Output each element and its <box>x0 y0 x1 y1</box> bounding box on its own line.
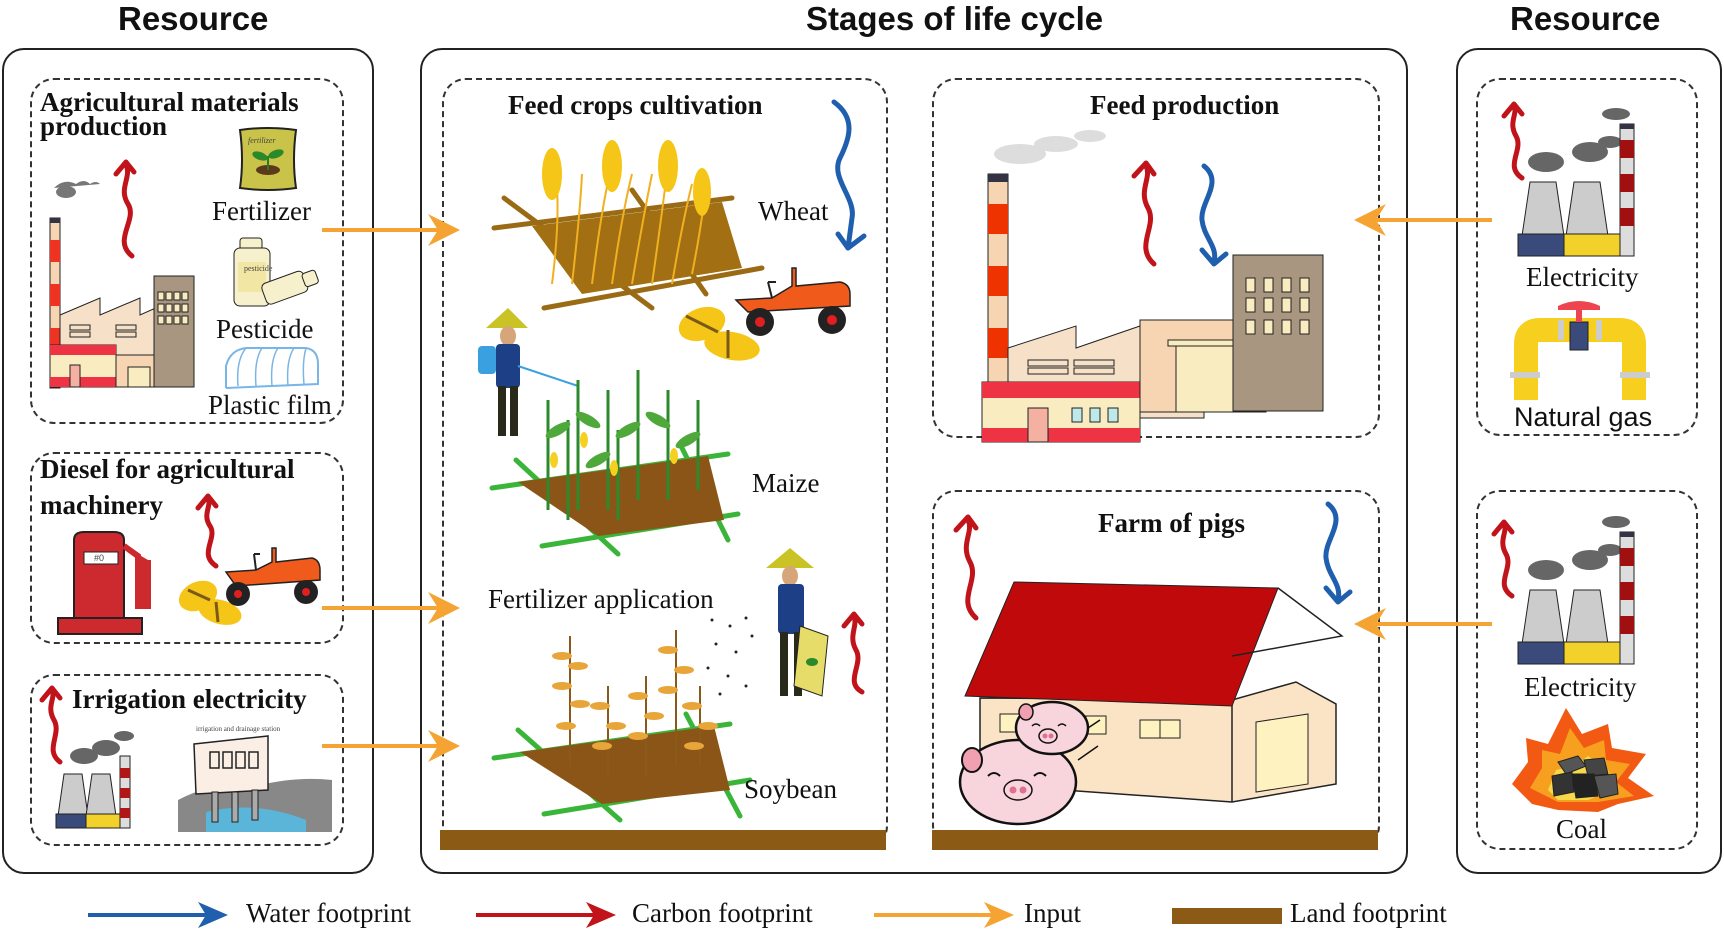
carbon-arrow-icon <box>953 514 979 621</box>
agri-materials-title-1: Agricultural materials <box>40 87 299 117</box>
agri-materials-box <box>30 78 344 424</box>
diesel-box <box>30 452 344 644</box>
farmer-fertilizing-icon <box>766 548 829 697</box>
irrigation-title: Irrigation electricity <box>72 684 307 714</box>
water-arrow-icon <box>1199 163 1229 267</box>
legend-carbon-footprint: Carbon footprint <box>632 898 813 928</box>
carbon-arrow-icon <box>39 685 63 765</box>
pesticide-bottle-label: pesticide <box>244 264 273 273</box>
feed-crops-title: Feed crops cultivation <box>508 90 763 120</box>
feed-production-box <box>932 78 1380 438</box>
crop-soybean: Soybean <box>744 774 837 804</box>
land-footprint-bar <box>440 830 886 850</box>
fertilizer-bag-label: fertilizer <box>248 136 276 145</box>
fuel-pump-icon <box>57 531 151 635</box>
input-legend-arrow-icon <box>874 902 1014 928</box>
water-arrow-icon <box>1323 501 1353 605</box>
fertilizer-particles <box>706 616 754 696</box>
carbon-arrow-icon <box>195 493 219 569</box>
right-item-coal: Coal <box>1556 814 1607 844</box>
header-right-resource: Resource <box>1510 0 1661 37</box>
tractor-icon <box>178 547 321 625</box>
stages-panel <box>420 48 1408 874</box>
crop-wheat: Wheat <box>758 196 829 226</box>
factory-icon <box>49 181 195 389</box>
carbon-arrow-icon <box>1501 101 1525 181</box>
input-arrow-icon <box>322 730 460 762</box>
land-footprint-bar <box>932 830 1378 850</box>
drainage-station-label: irrigation and drainage station <box>196 725 281 733</box>
input-arrow-icon <box>1354 608 1492 640</box>
feed-production-title: Feed production <box>1090 90 1280 120</box>
left-resource-panel <box>2 48 374 874</box>
carbon-footprint-legend-arrow-icon <box>476 902 616 928</box>
maize-field-icon <box>489 370 741 557</box>
carbon-arrow-icon <box>1491 519 1515 599</box>
water-footprint-legend-arrow-icon <box>88 902 228 928</box>
right-item-electricity-2: Electricity <box>1524 672 1637 702</box>
power-plant-icon <box>1517 108 1635 257</box>
feed-factory-tower <box>1232 254 1324 412</box>
farmer-sprayer-icon <box>478 308 579 436</box>
item-plastic-film: Plastic film <box>208 390 332 420</box>
tractor-icon <box>678 267 851 361</box>
fertilizer-application-label: Fertilizer application <box>488 584 714 614</box>
soybean-field-icon <box>491 630 753 823</box>
pig-icon <box>958 700 1101 826</box>
pig-farm-title: Farm of pigs <box>1098 508 1245 538</box>
plastic-film-icon <box>225 347 319 389</box>
diesel-title-2: machinery <box>40 490 163 520</box>
input-arrow-icon <box>322 592 460 624</box>
header-stages: Stages of life cycle <box>806 0 1104 37</box>
power-plant-icon <box>1517 516 1635 665</box>
land-footprint-legend-swatch <box>1172 908 1282 924</box>
input-arrow-icon <box>322 214 460 246</box>
legend-input: Input <box>1024 898 1081 928</box>
irrigation-box <box>30 674 344 846</box>
item-pesticide: Pesticide <box>216 314 314 344</box>
legend-water-footprint: Water footprint <box>246 898 412 928</box>
pesticide-icon <box>233 237 319 307</box>
diesel-title-1: Diesel for agricultural <box>40 454 295 484</box>
right-group1-box <box>1476 78 1698 436</box>
carbon-arrow-icon <box>841 611 865 695</box>
fuel-pump-label: #0 <box>94 553 105 563</box>
carbon-arrow-icon <box>1131 160 1157 267</box>
water-arrow-icon <box>831 99 867 251</box>
wheat-field-icon <box>491 140 765 311</box>
right-resource-panel <box>1456 48 1722 874</box>
legend: Water footprint Carbon footprint Input L… <box>86 896 1486 936</box>
right-item-natural-gas: Natural gas <box>1514 402 1653 432</box>
item-fertilizer: Fertilizer <box>212 196 311 226</box>
header-left-resource: Resource <box>118 0 269 37</box>
legend-land-footprint: Land footprint <box>1290 898 1447 928</box>
right-item-electricity-1: Electricity <box>1526 262 1639 292</box>
natural-gas-pipe-icon <box>1510 301 1650 400</box>
input-arrow-icon <box>1354 204 1492 236</box>
crop-maize: Maize <box>752 468 820 498</box>
agri-materials-title-2: production <box>40 111 168 141</box>
carbon-arrow-icon <box>113 159 137 259</box>
right-group2-box <box>1476 490 1698 850</box>
power-plant-icon <box>55 731 134 829</box>
drainage-station-icon <box>178 735 332 832</box>
fertilizer-bag-icon <box>238 127 298 191</box>
coal-fire-icon <box>1512 708 1654 812</box>
